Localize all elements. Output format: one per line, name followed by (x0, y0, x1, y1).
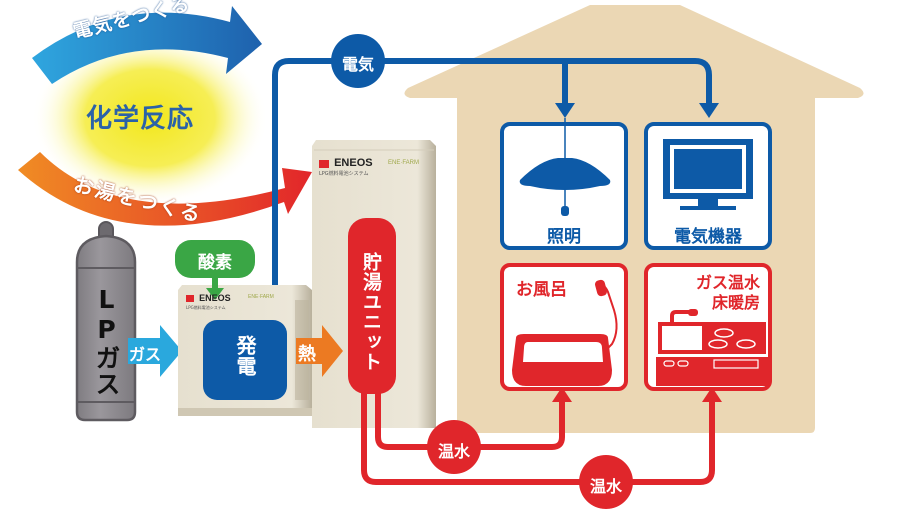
chemical-reaction-label: 化学反応 (86, 104, 195, 134)
electricity-label: 電気 (341, 55, 374, 74)
hot-water-badge-1 (427, 420, 481, 474)
storage-unit-label: 貯湯ユニット (360, 252, 382, 372)
lighting-box (500, 118, 628, 250)
hot-water-badge-2 (579, 455, 633, 509)
gas-arrow (128, 325, 182, 377)
storage-unit-pill (348, 218, 396, 394)
electronics-label: 電気機器 (674, 227, 742, 247)
heat-arrow (296, 325, 343, 377)
electronics-box (644, 122, 772, 250)
electricity-badge (331, 34, 385, 88)
oxygen-bubble (175, 240, 255, 300)
electricity-line (272, 58, 712, 325)
ceiling-lamp-icon (519, 118, 611, 216)
lp-gas-label: LPガス (92, 285, 121, 397)
make-electricity-arrow (32, 6, 262, 84)
lighting-label: 照明 (547, 227, 581, 247)
reaction-glow (32, 30, 268, 206)
gas-arrow-label: ガス (129, 345, 162, 364)
storage-product-logo: ENE·FARM (388, 160, 420, 166)
heat-label: 熱 (298, 344, 316, 365)
storage-brand-logo: ENEOS (319, 156, 373, 170)
lp-gas-cylinder (75, 221, 137, 422)
fuel-cell-product-logo: ENE·FARM (248, 294, 274, 300)
generation-box (203, 320, 287, 400)
kitchen-label-line2: 床暖房 (711, 293, 760, 312)
bath-label: お風呂 (516, 280, 567, 300)
hot-water-label-2: 温水 (589, 477, 622, 496)
house-shape (404, 5, 864, 433)
storage-subtitle: LPG燃料電池システム (319, 171, 369, 177)
generation-label: 発電 (233, 335, 257, 377)
tv-monitor-icon (663, 139, 753, 210)
arrow-to-bath (552, 387, 572, 402)
kitchen-box (644, 263, 772, 391)
arrow-to-lighting (555, 103, 575, 118)
arrow-to-electronics (699, 103, 719, 118)
arrow-to-kitchen (702, 387, 722, 402)
bath-box (500, 263, 628, 391)
hot-water-label-1: 温水 (437, 442, 470, 461)
kitchen-label-line1: ガス温水 (695, 273, 760, 292)
oxygen-label: 酸素 (198, 253, 232, 273)
bathtub-icon (512, 279, 618, 386)
make-hot-water-arrow (18, 152, 312, 226)
kitchen-stove-icon (656, 309, 768, 386)
fuel-cell-brand-logo: ENEOS (186, 292, 231, 304)
fuel-cell-subtitle: LPG燃料電池システム (186, 305, 226, 310)
